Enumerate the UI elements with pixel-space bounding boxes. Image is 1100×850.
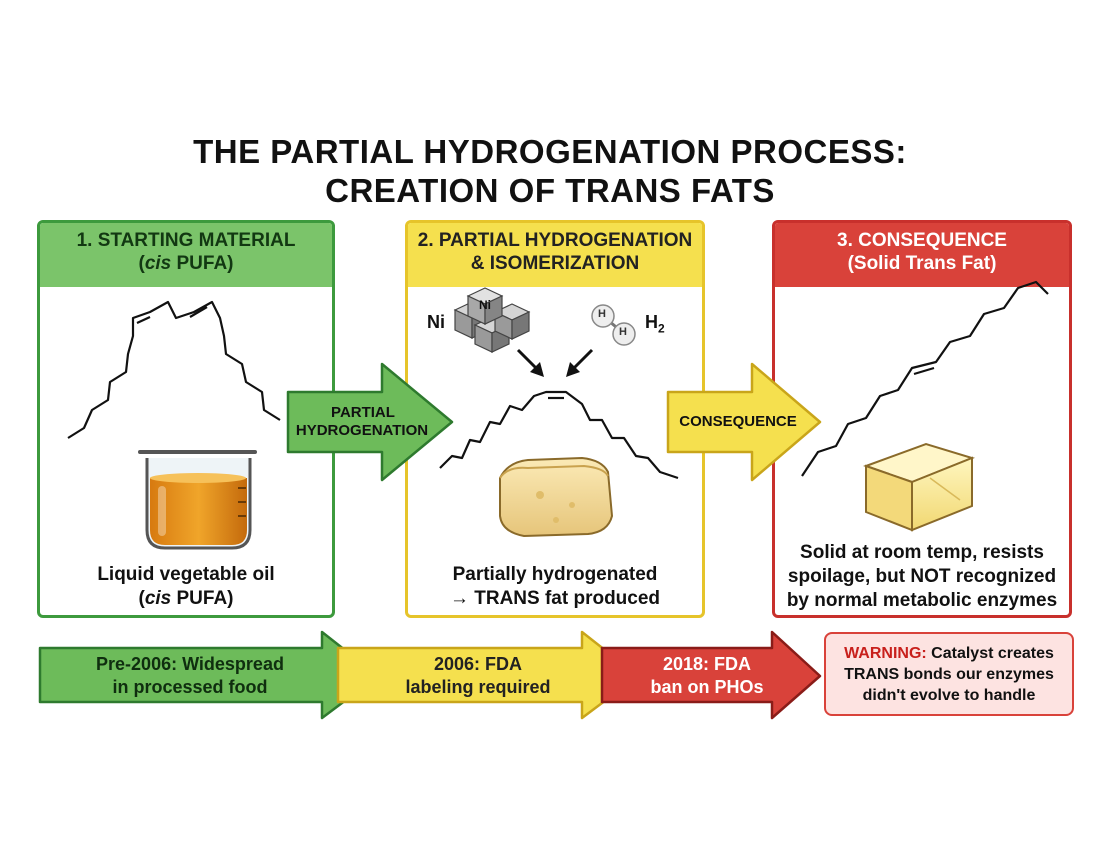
timeline-2006-line1: 2006: FDA xyxy=(433,654,523,674)
timeline-arrow-2006 xyxy=(336,630,640,720)
solid-fat-block-icon xyxy=(499,456,614,538)
arrow-label-partial: PARTIAL xyxy=(331,404,395,421)
warning-box: WARNING: Catalyst creates TRANS bonds ou… xyxy=(824,632,1074,716)
timeline-arrow-2018 xyxy=(600,630,822,720)
hydrogen-symbol: H xyxy=(645,312,658,332)
consequence-arrow xyxy=(666,362,822,482)
trans-fat-molecule xyxy=(801,280,1049,477)
panel-consequence-header: 3. CONSEQUENCE (Solid Trans Fat) xyxy=(775,223,1069,287)
warning-line3: didn't evolve to handle xyxy=(862,687,1036,704)
partially-hydrogenated-molecule xyxy=(439,390,679,480)
partial-hydrogenation-arrow xyxy=(286,362,454,482)
diagram-title-line2: CREATION OF TRANS FATS xyxy=(325,172,775,209)
panel-1-caption-paren: ( xyxy=(138,588,145,609)
panel-1-header-paren: ( xyxy=(138,253,145,274)
hydrogen-subscript: 2 xyxy=(658,321,665,336)
panel-3-caption-line2: spoilage, but NOT recognized xyxy=(787,566,1057,587)
panel-1-header-line2: (cis PUFA) xyxy=(40,252,332,275)
diagram-title-line1: THE PARTIAL HYDROGENATION PROCESS: xyxy=(193,133,907,170)
panel-partial-hydrogenation-header: 2. PARTIAL HYDROGENATION & ISOMERIZATION xyxy=(408,223,702,287)
panel-2-header-line1: 2. PARTIAL HYDROGENATION xyxy=(417,230,693,251)
timeline-pre2006-line2: in processed food xyxy=(112,677,268,697)
arrow-label-consequence: CONSEQUENCE xyxy=(679,413,797,430)
reactant-arrows xyxy=(516,348,594,377)
warning-label: WARNING: xyxy=(844,645,927,662)
hydrogen-atom-label-1: H xyxy=(598,308,606,320)
cis-pufa-molecule xyxy=(67,300,281,439)
panel-1-header-line1: 1. STARTING MATERIAL xyxy=(76,230,296,251)
timeline-2018-line1: 2018: FDA xyxy=(662,654,752,674)
timeline-pre2006-line1: Pre-2006: Widespread xyxy=(96,654,284,674)
panel-3-header-line2: (Solid Trans Fat) xyxy=(847,253,997,274)
panel-2-header-line2: & ISOMERIZATION xyxy=(470,253,640,274)
nickel-cube-label: Ni xyxy=(479,298,491,312)
panel-1-header-pufa: PUFA) xyxy=(171,253,234,274)
warning-line1: WARNING: Catalyst creates xyxy=(826,643,1072,664)
panel-3-caption-line1: Solid at room temp, resists xyxy=(800,542,1044,563)
panel-1-caption-pufa: PUFA) xyxy=(171,588,234,609)
warning-line1-text: Catalyst creates xyxy=(926,645,1054,662)
hydrogen-label: H2 xyxy=(645,312,665,336)
timeline-arrow-pre2006 xyxy=(38,630,380,720)
panel-3-header-line1: 3. CONSEQUENCE xyxy=(837,230,1007,251)
panel-1-header-cis: cis xyxy=(144,253,172,274)
panel-starting-material-header: 1. STARTING MATERIAL (cis PUFA) xyxy=(40,223,332,287)
timeline-2006-line2: labeling required xyxy=(405,677,551,697)
timeline-2018-line2: ban on PHOs xyxy=(650,677,764,697)
panel-2-caption-line2: → TRANS fat produced xyxy=(449,588,661,609)
nickel-catalyst-icon xyxy=(453,287,531,353)
beaker-oil-icon xyxy=(138,450,257,550)
panel-1-caption-line2: (cis PUFA) xyxy=(40,587,332,610)
panel-1-caption-line1: Liquid vegetable oil xyxy=(97,564,275,585)
nickel-label: Ni xyxy=(427,312,445,332)
panel-2-caption-line1: Partially hydrogenated xyxy=(452,564,658,585)
panel-1-caption-cis: cis xyxy=(144,588,172,609)
panel-partial-hydrogenation: 2. PARTIAL HYDROGENATION & ISOMERIZATION… xyxy=(405,220,705,618)
hydrogen-molecule-icon xyxy=(591,304,636,346)
hydrogen-atom-label-2: H xyxy=(619,326,627,338)
panel-starting-material: 1. STARTING MATERIAL (cis PUFA) Liquid v… xyxy=(37,220,335,618)
warning-line2: TRANS bonds our enzymes xyxy=(844,666,1054,683)
timeline-arrows xyxy=(38,630,822,720)
panel-3-caption-line3: by normal metabolic enzymes xyxy=(786,590,1058,611)
butter-stick-icon xyxy=(863,442,976,532)
arrow-label-hydrogenation: HYDROGENATION xyxy=(295,422,429,439)
